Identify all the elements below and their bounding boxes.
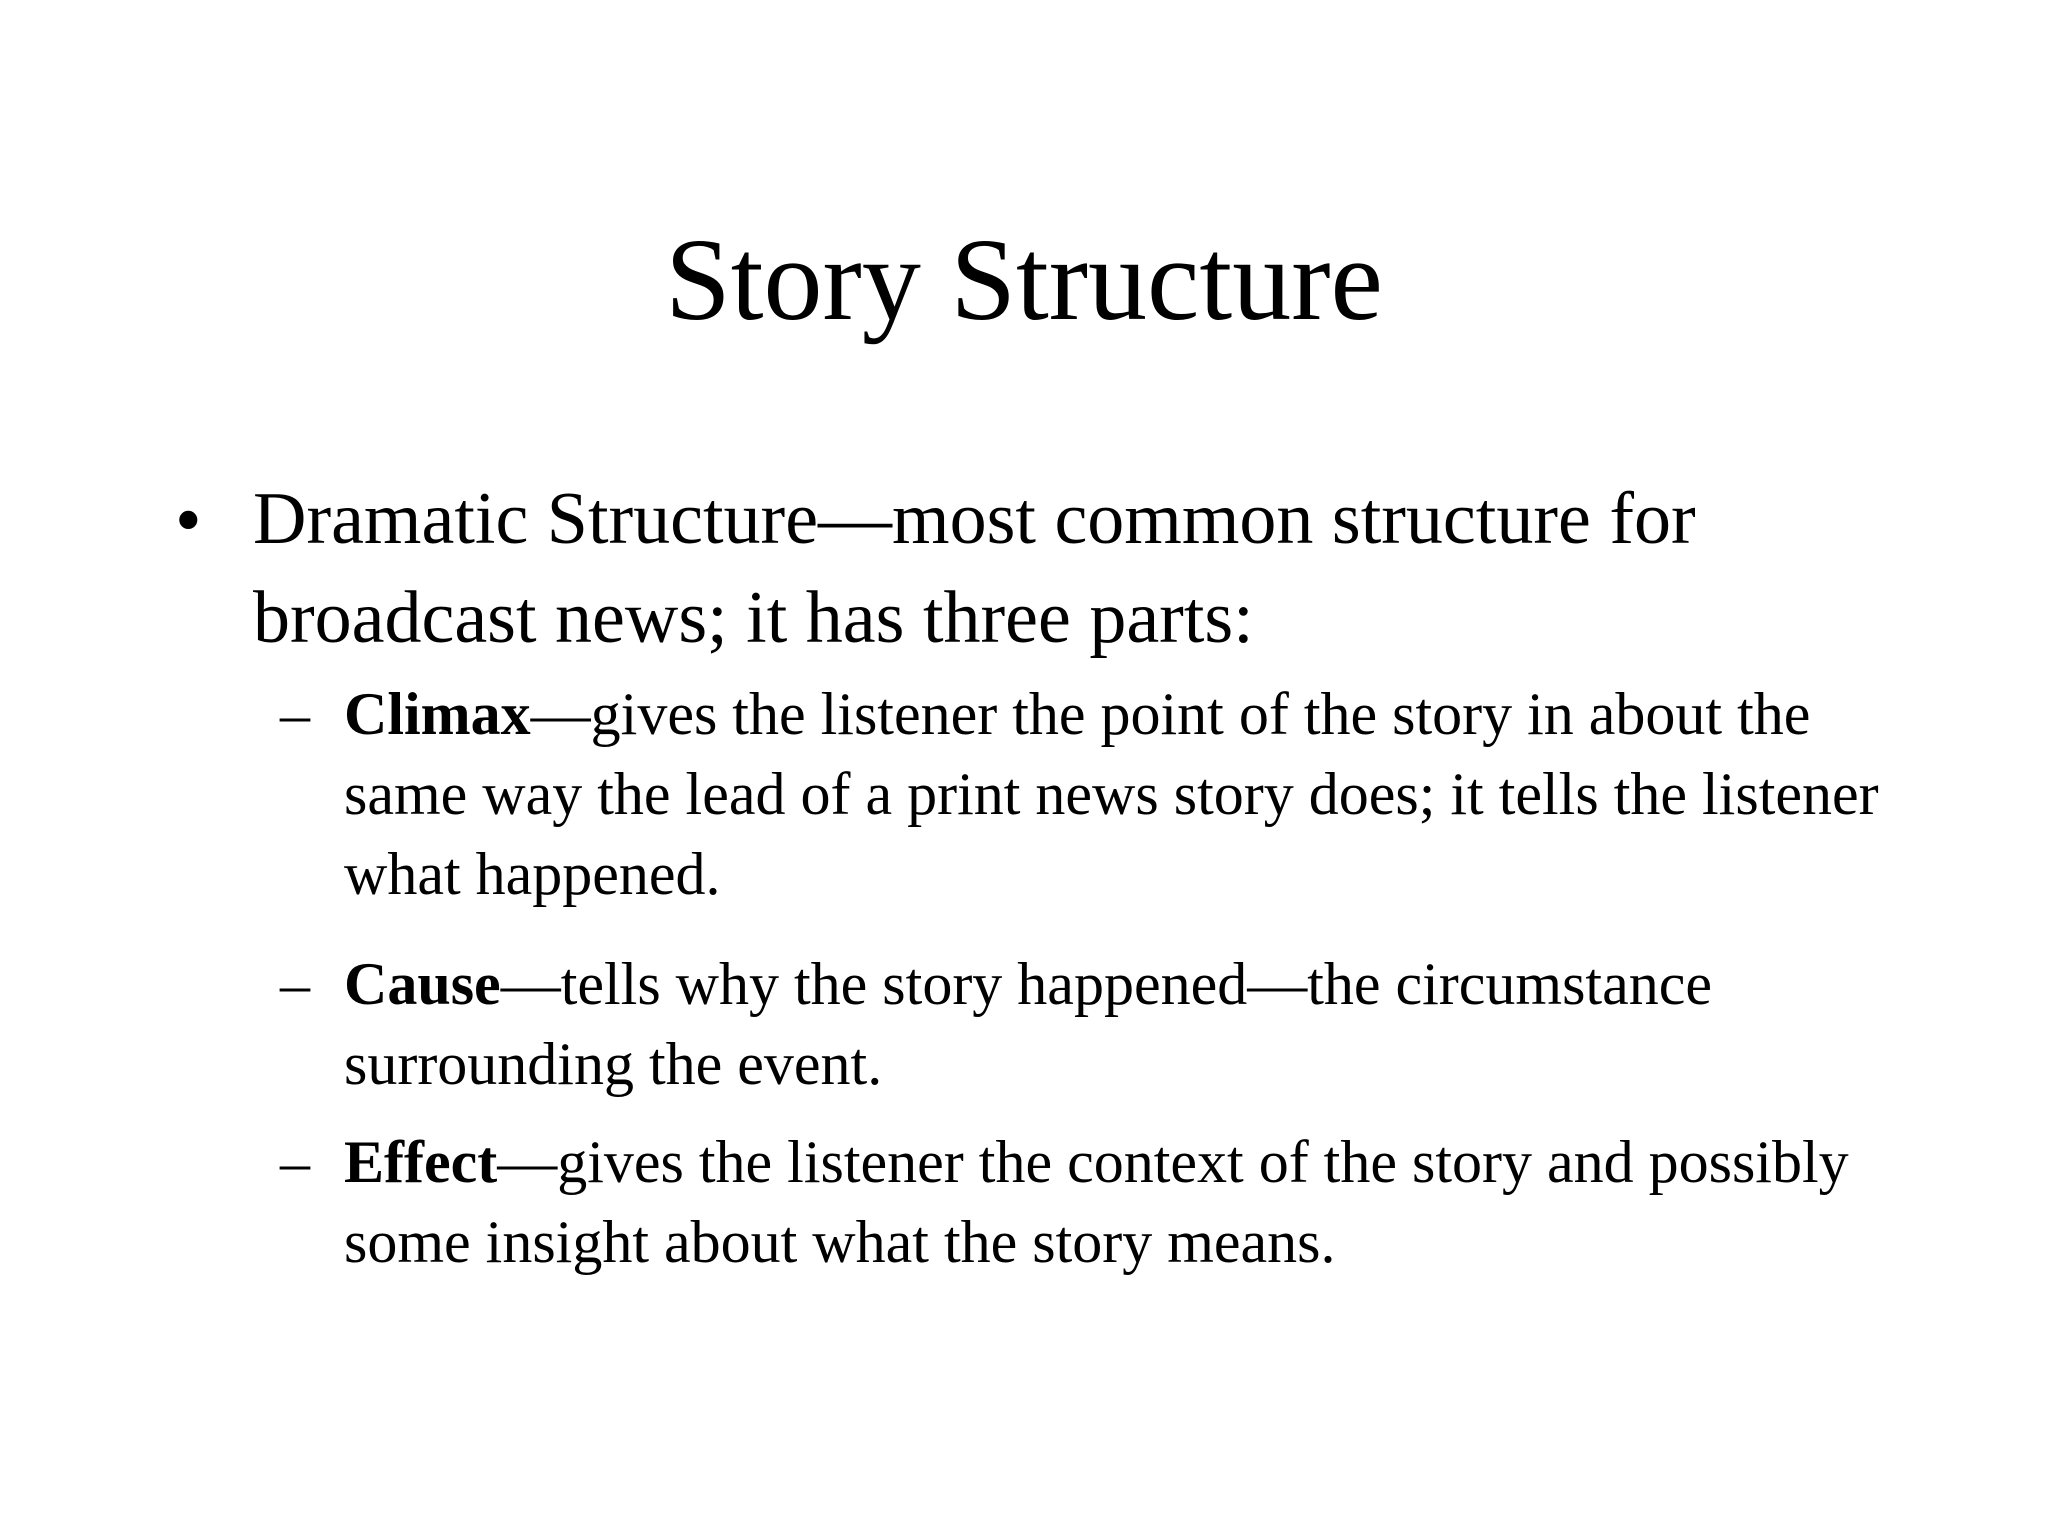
subpoint-description: —gives the listener the point of the sto… <box>344 681 1879 907</box>
subpoint-term: Cause <box>344 951 501 1017</box>
subpoint-term: Effect <box>344 1129 498 1195</box>
subpoint-text: Climax—gives the listener the point of t… <box>344 674 1914 914</box>
bullet-text: Dramatic Structure—most common structure… <box>253 478 1696 659</box>
subpoint-term: Climax <box>344 681 531 747</box>
dash-icon: – <box>280 951 310 1017</box>
subpoint-description: —gives the listener the context of the s… <box>344 1129 1849 1275</box>
dash-icon: – <box>280 681 310 747</box>
slide-title: Story Structure <box>665 214 1383 345</box>
bullet-icon: • <box>175 478 202 562</box>
dash-icon: – <box>280 1129 310 1195</box>
subpoint-description: —tells why the story happened—the circum… <box>344 951 1712 1097</box>
subpoint-text: Effect—gives the listener the context of… <box>344 1122 1914 1282</box>
subpoint-text: Cause—tells why the story happened—the c… <box>344 944 1914 1104</box>
